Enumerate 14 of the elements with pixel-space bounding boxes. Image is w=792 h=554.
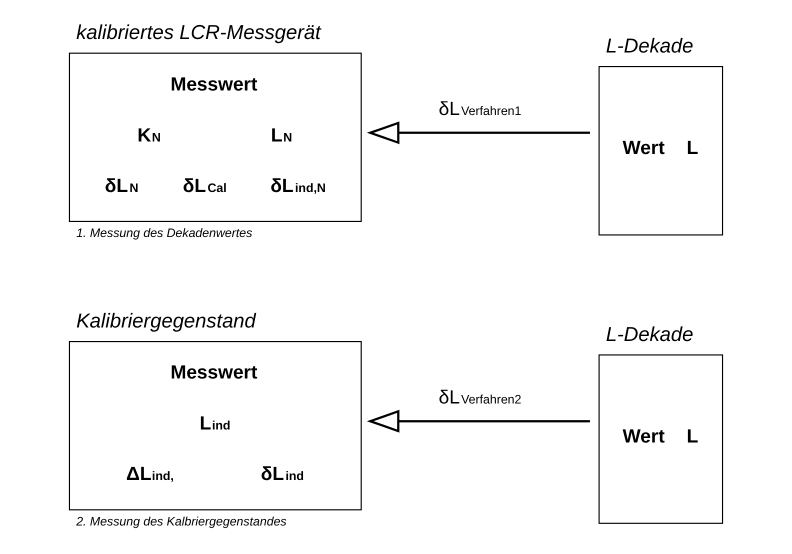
arrow (366, 121, 590, 144)
edge-label: δLVerfahren2 (438, 387, 522, 408)
node-box: Wert L (598, 354, 724, 524)
arrow (366, 410, 590, 433)
node-label: L-Dekade (606, 324, 694, 346)
edge-label: δLVerfahren1 (438, 98, 522, 120)
node-box: Wert L (598, 66, 724, 236)
node-label: L-Dekade (606, 35, 694, 58)
node-label: 1. Messung des Dekadenwertes (76, 226, 252, 240)
node-box: Messwert Lind ΔLind, δLind (68, 340, 362, 510)
node-label: Kalibriergegenstand (76, 310, 256, 332)
node-label: 2. Messung des Kalbriergegenstandes (76, 514, 287, 528)
node-box: Messwert KN LN δLN δLCal δLind,N (68, 52, 362, 222)
node-label: kalibriertes LCR-Messgerät (76, 22, 321, 44)
